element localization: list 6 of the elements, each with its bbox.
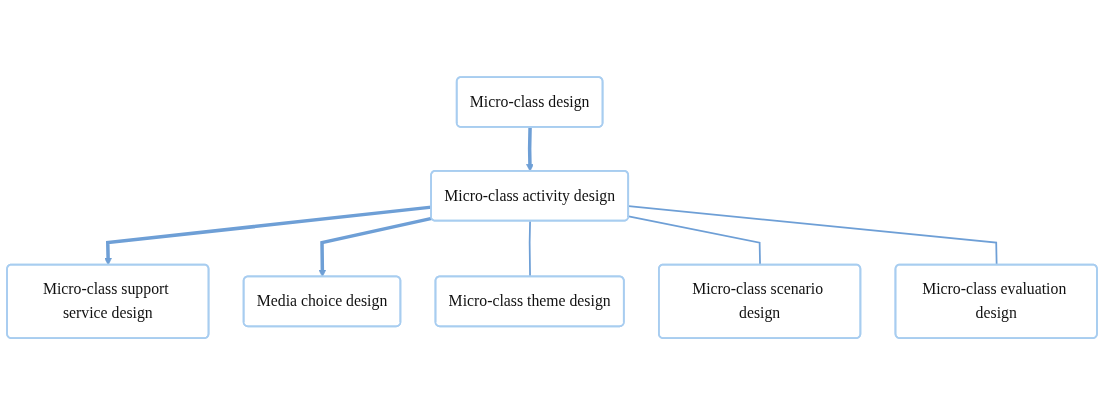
arrow (526, 127, 534, 172)
arrow (104, 205, 432, 266)
connector (627, 205, 998, 266)
arrow (318, 216, 433, 278)
connector (528, 220, 531, 278)
connector (627, 215, 761, 266)
